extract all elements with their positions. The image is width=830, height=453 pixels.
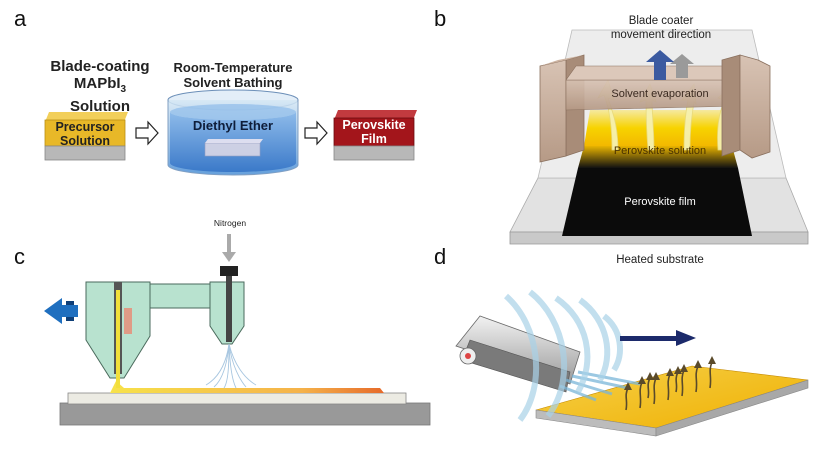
movement-direction-arrows — [646, 50, 694, 80]
nitrogen-arrow — [222, 234, 236, 262]
precursor-label-line2: Solution — [60, 134, 110, 148]
step1-title-line2: MAPbI3 — [40, 75, 160, 98]
step1-title-line1: Blade-coating — [50, 58, 150, 75]
process-arrow-1 — [135, 120, 159, 146]
nitrogen-label: Nitrogen — [213, 218, 247, 228]
vapor-arrowheads — [624, 356, 716, 390]
nozzle-channel — [226, 272, 232, 342]
step1-chem-sub: 3 — [120, 84, 127, 95]
precursor-label-line1: Precursor — [55, 120, 115, 134]
precursor-block — [44, 112, 128, 161]
film-block — [333, 110, 417, 161]
panel-letter-b: b — [434, 6, 447, 31]
panel-letter-a: a — [14, 6, 27, 31]
blade-marker — [124, 308, 132, 334]
direction-label-line1: Blade coater — [628, 15, 694, 27]
blade-coater — [539, 54, 771, 163]
perovskite-solution-area — [584, 110, 732, 146]
solution-label: Perovskite solution — [613, 145, 707, 157]
film-label-line1: Perovskite — [342, 118, 406, 132]
step1-title-line3: Solution — [70, 98, 130, 115]
nozzle-cap — [220, 266, 238, 276]
solution-stream — [116, 290, 120, 388]
solvent-bath — [167, 89, 299, 176]
substrate-plate-d — [535, 365, 809, 437]
wet-film — [110, 381, 384, 393]
direction-label: Blade coater movement direction — [586, 14, 736, 42]
transition-zone — [578, 146, 738, 168]
film-label-line2: Film — [361, 132, 387, 146]
direction-arrow-left — [44, 298, 78, 324]
perovskite-film-area — [562, 168, 752, 236]
panel-letter-c: c — [14, 244, 25, 269]
direction-label-line2: movement direction — [610, 29, 712, 41]
bath-title-line1: Room-Temperature — [173, 60, 293, 75]
evaporation-label: Solvent evaporation — [611, 88, 709, 100]
air-flow-curves — [503, 289, 623, 422]
substrate-label: Heated substrate — [616, 254, 704, 266]
film-label: Perovskite Film — [334, 118, 414, 146]
film-area-label: Perovskite film — [624, 196, 696, 208]
bath-liquid-label: Diethyl Ether — [192, 118, 274, 133]
process-arrow-2 — [304, 120, 328, 146]
step1-title: Blade-coating MAPbI3 Solution — [40, 58, 160, 115]
nitrogen-stream — [205, 343, 257, 389]
air-knife — [455, 315, 581, 393]
panel-letter-d: d — [434, 244, 447, 269]
step1-chem: MAPbI — [73, 75, 121, 92]
movement-arrow-right — [620, 330, 696, 346]
bath-title-line2: Solvent Bathing — [183, 75, 283, 90]
bath-title: Room-Temperature Solvent Bathing — [168, 60, 298, 90]
precursor-label: Precursor Solution — [45, 120, 125, 148]
